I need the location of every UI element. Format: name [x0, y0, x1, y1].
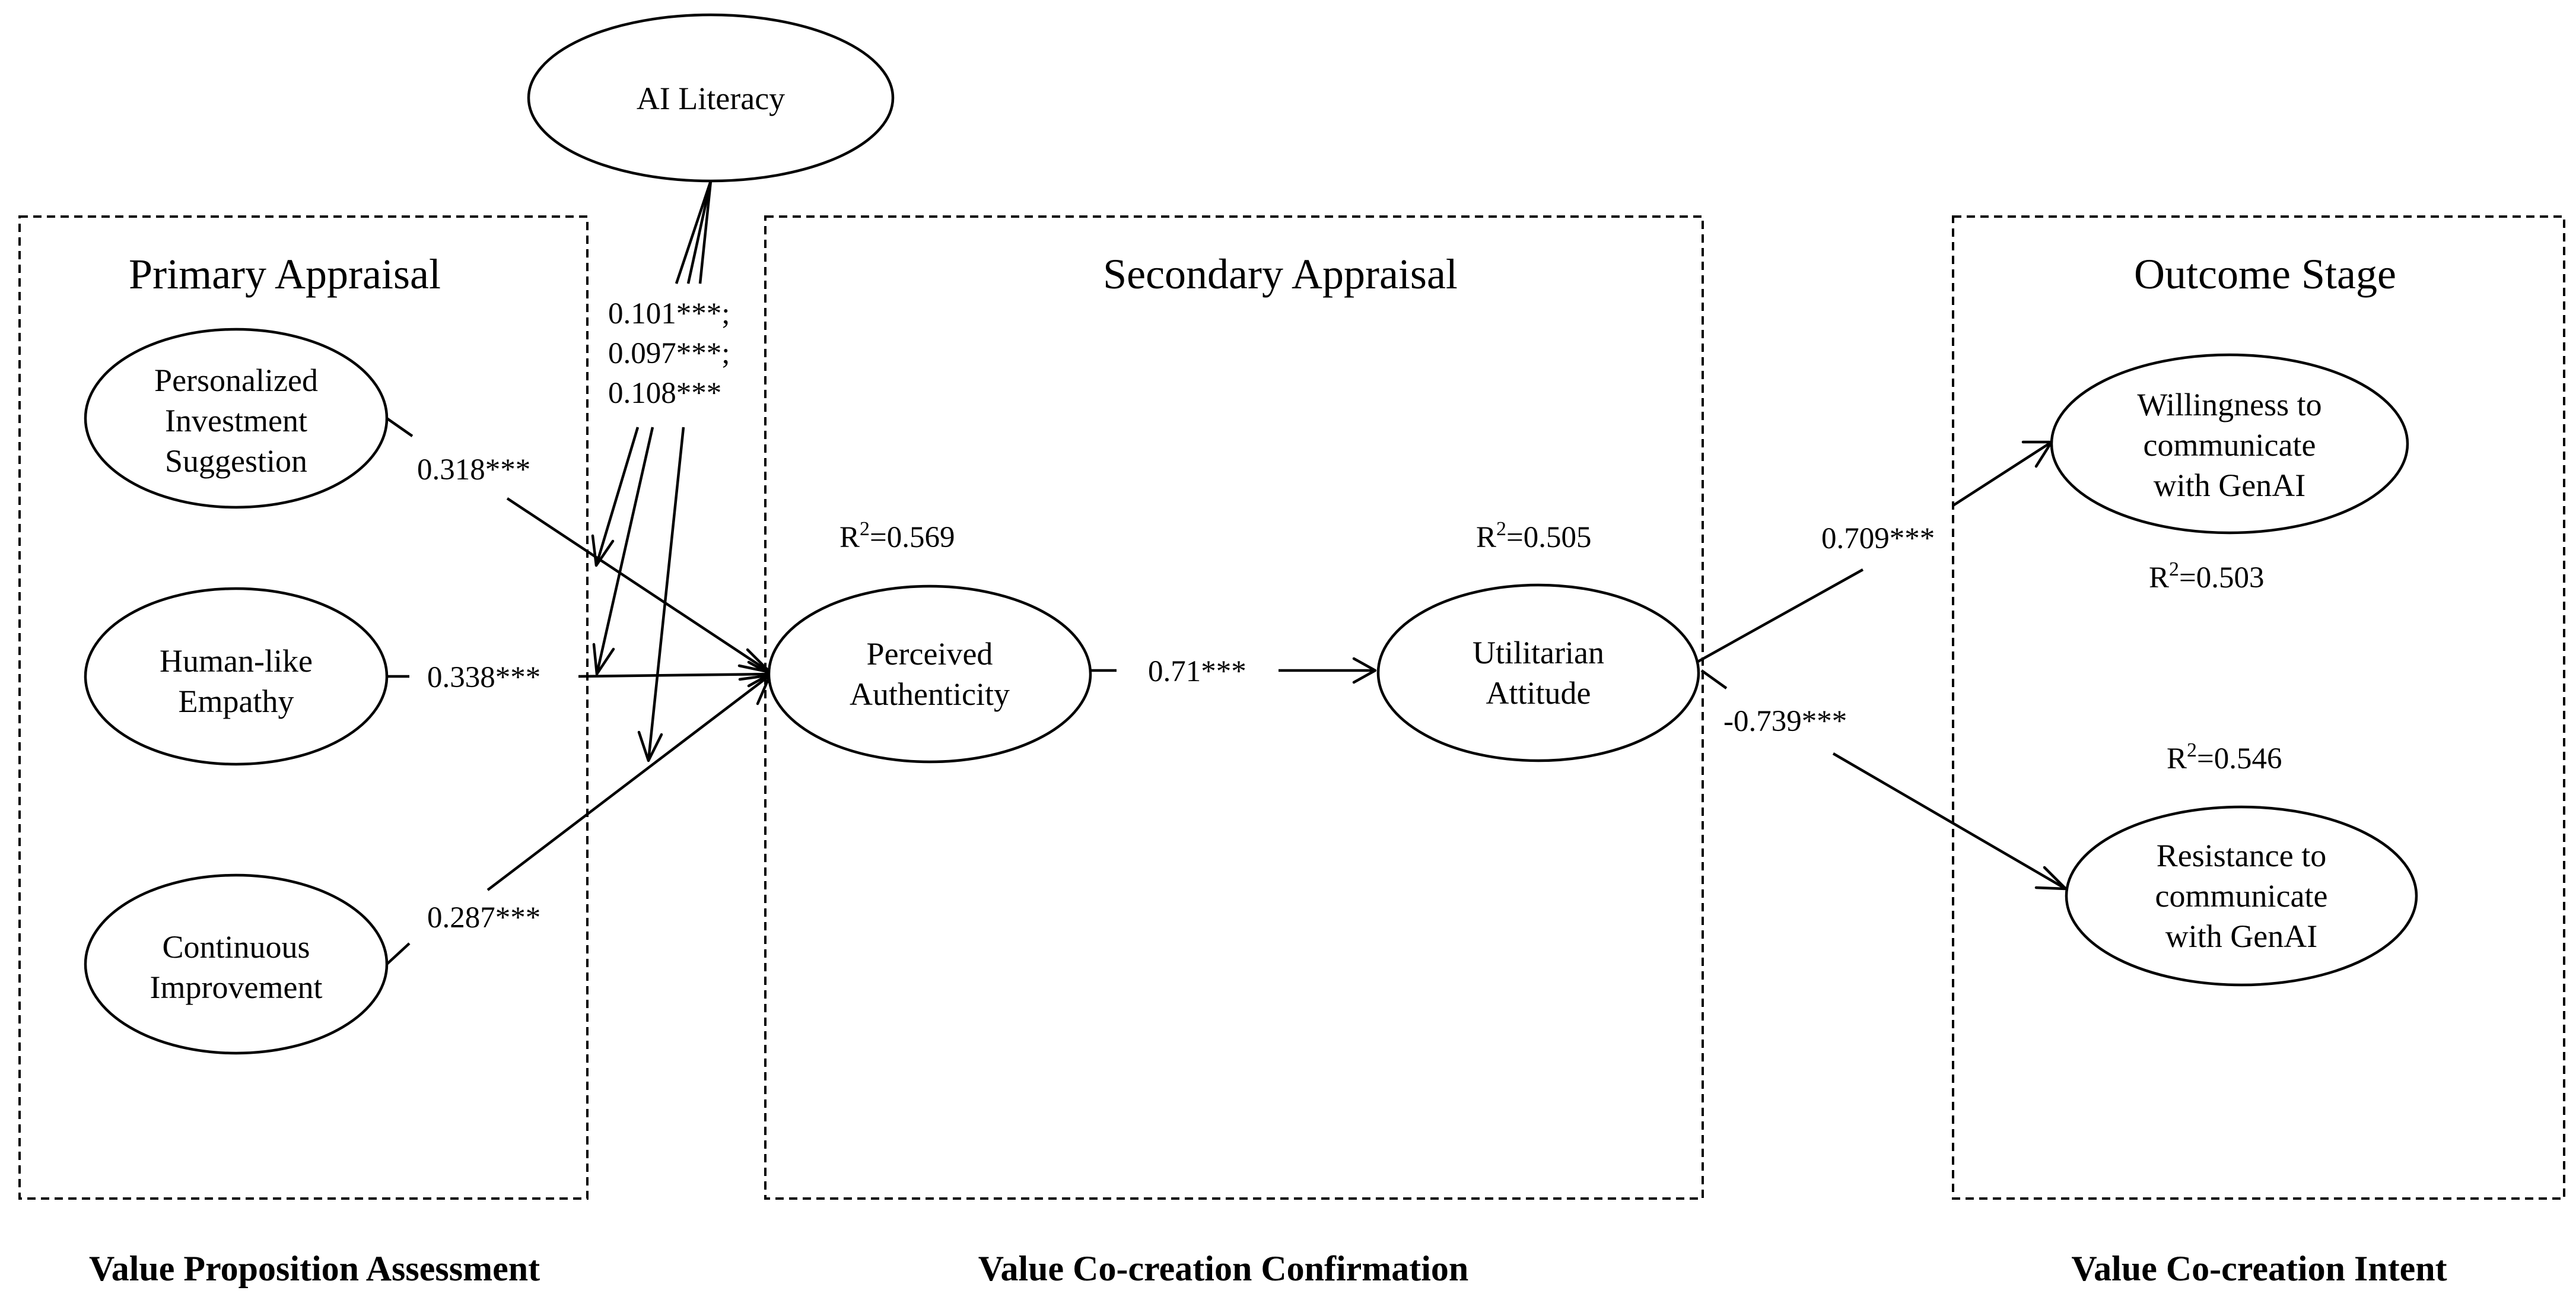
label-personalized-line2: Investment — [165, 403, 307, 438]
coef-utilitarian-resistance: -0.739*** — [1723, 705, 1847, 738]
stage-value-proposition-assessment: Value Proposition Assessment — [89, 1249, 540, 1288]
path-improvement-authenticity — [486, 674, 771, 891]
path-improvement-stub — [386, 942, 411, 965]
path-utilitarian-willingness-lower — [1697, 568, 1864, 663]
node-perceived-authenticity — [767, 584, 1092, 764]
node-continuous-improvement — [84, 873, 389, 1055]
moderation-line-1-top — [675, 180, 713, 284]
moderation-line-3-top — [698, 180, 713, 284]
label-ai-literacy: AI Literacy — [637, 81, 785, 116]
label-willingness-line3: with GenAI — [2154, 468, 2305, 503]
node-personalized-investment-suggestion — [84, 328, 389, 509]
outcome-stage-title: Outcome Stage — [2134, 250, 2396, 298]
node-resistance-to-communicate — [2065, 805, 2418, 987]
secondary-appraisal-box — [764, 215, 1704, 1200]
node-ai-literacy — [527, 13, 895, 183]
label-resistance-line3: with GenAI — [2165, 918, 2317, 954]
label-willingness-line2: communicate — [2144, 427, 2316, 463]
label-improvement-line2: Improvement — [150, 970, 323, 1005]
label-authenticity-line2: Authenticity — [850, 676, 1010, 712]
stage-value-co-creation-confirmation: Value Co-creation Confirmation — [978, 1249, 1469, 1288]
node-willingness-to-communicate — [2050, 353, 2409, 535]
stage-value-co-creation-intent: Value Co-creation Intent — [2071, 1249, 2447, 1288]
r2-authenticity: R2=0.569 — [839, 518, 955, 554]
label-empathy-line2: Empathy — [179, 684, 294, 719]
coef-improvement-authenticity: 0.287*** — [427, 901, 540, 935]
label-improvement-line1: Continuous — [162, 929, 310, 965]
outcome-stage-box — [1952, 215, 2565, 1200]
arrowhead-authenticity-utilitarian — [1352, 657, 1377, 684]
label-utilitarian-line1: Utilitarian — [1473, 635, 1604, 670]
primary-appraisal-box — [18, 215, 589, 1200]
label-utilitarian-line2: Attitude — [1486, 675, 1591, 711]
label-authenticity-line1: Perceived — [867, 636, 993, 672]
coef-moderation-line3: 0.108*** — [608, 377, 721, 410]
coef-utilitarian-willingness: 0.709*** — [1821, 522, 1935, 555]
moderation-arrowhead-3 — [637, 730, 663, 762]
secondary-appraisal-title: Secondary Appraisal — [1103, 250, 1458, 298]
path-utilitarian-resistance-stub — [1700, 669, 1728, 689]
moderation-line-2-top — [686, 180, 713, 284]
moderation-line-3 — [647, 427, 685, 761]
path-personalized-authenticity — [506, 497, 771, 673]
r2-utilitarian: R2=0.505 — [1476, 518, 1592, 554]
coef-empathy-authenticity: 0.338*** — [427, 661, 540, 694]
label-resistance-line2: communicate — [2155, 878, 2328, 914]
node-utilitarian-attitude — [1376, 583, 1700, 762]
path-utilitarian-resistance — [1832, 752, 2067, 890]
node-human-like-empathy — [84, 587, 389, 766]
label-personalized-line1: Personalized — [154, 363, 318, 398]
moderation-arrowhead-1 — [591, 534, 615, 567]
label-personalized-line3: Suggestion — [165, 443, 307, 479]
path-empathy-authenticity — [578, 672, 771, 678]
r2-willingness: R2=0.503 — [2149, 558, 2265, 595]
moderation-line-1 — [594, 427, 640, 566]
coef-moderation-line1: 0.101***; — [608, 297, 730, 330]
path-utilitarian-willingness-upper — [1952, 441, 2053, 507]
moderation-line-2 — [595, 427, 654, 675]
label-resistance-line1: Resistance to — [2157, 838, 2326, 873]
coef-personalized-authenticity: 0.318*** — [417, 453, 530, 487]
arrowhead-resistance — [2034, 866, 2068, 891]
coef-moderation-line2: 0.097***; — [608, 337, 730, 370]
label-empathy-line1: Human-like — [160, 643, 313, 679]
coef-authenticity-utilitarian: 0.71*** — [1148, 655, 1246, 688]
label-willingness-line1: Willingness to — [2137, 387, 2321, 422]
moderation-arrowhead-2 — [592, 643, 615, 676]
primary-appraisal-title: Primary Appraisal — [129, 250, 441, 298]
path-personalized-stub — [386, 417, 414, 437]
r2-resistance: R2=0.546 — [2167, 739, 2282, 775]
